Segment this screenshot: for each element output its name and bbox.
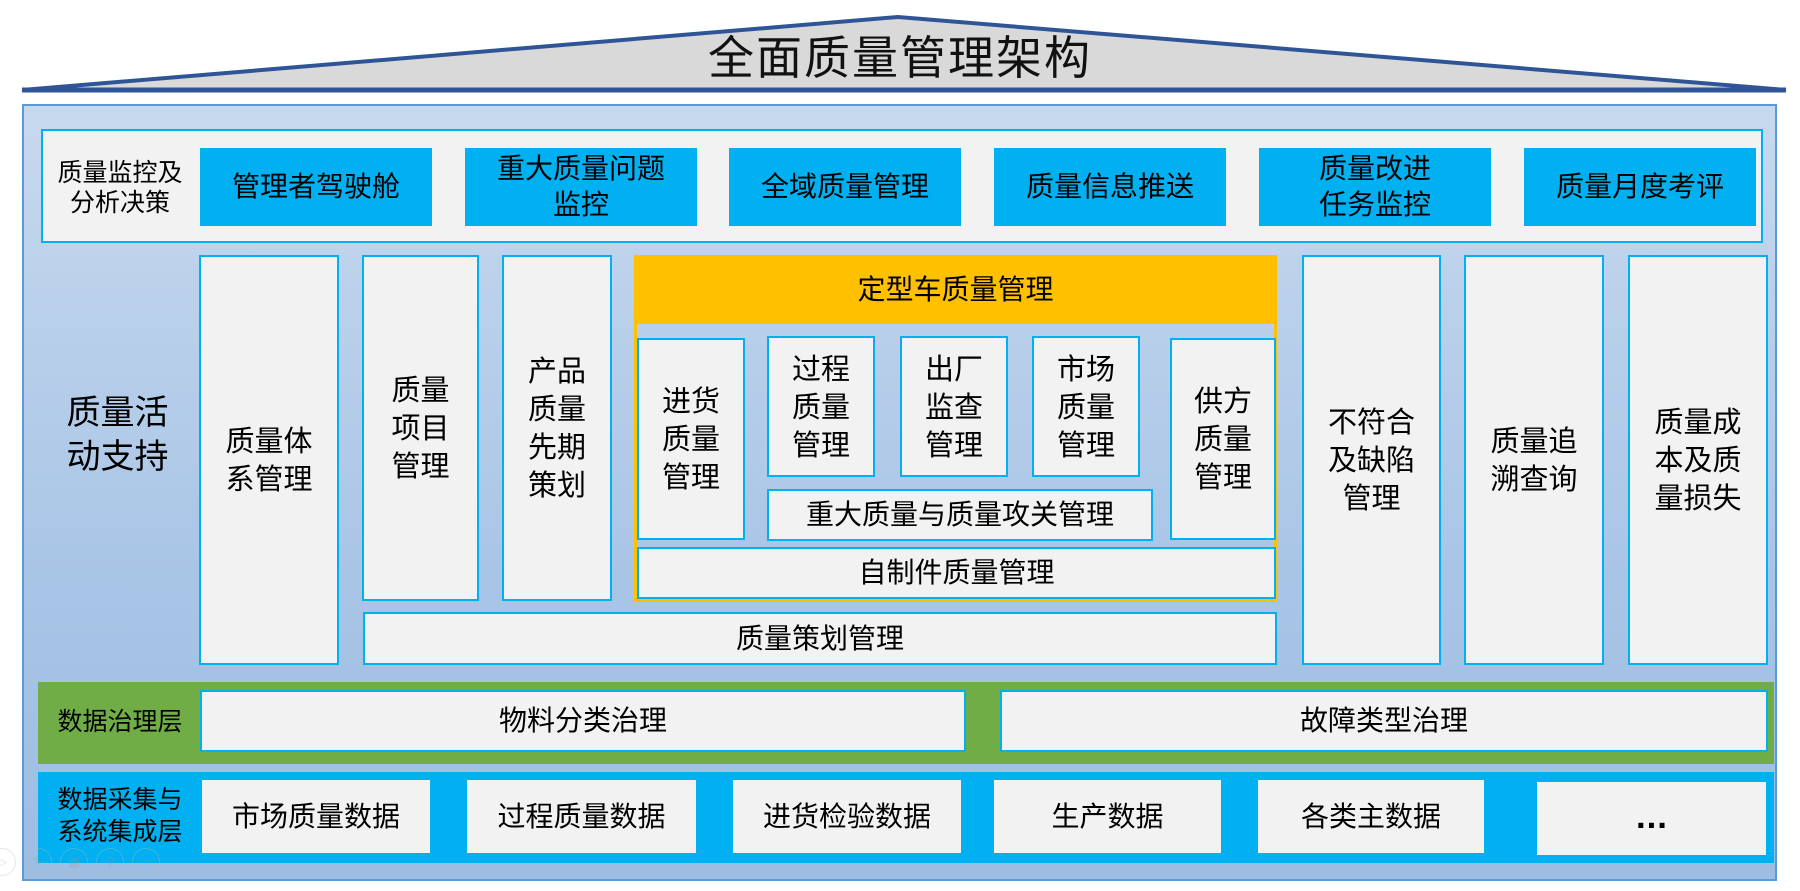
collection-master-data[interactable]: 各类主数据 (1258, 780, 1484, 853)
collection-production-data[interactable]: 生产数据 (994, 780, 1221, 853)
column-traceability[interactable]: 质量追 溯查询 (1464, 255, 1604, 665)
more-icon[interactable]: ··· (132, 848, 160, 876)
play-icon[interactable]: ▷ (0, 848, 16, 876)
zoom-icon[interactable]: ⚲ (96, 848, 124, 876)
column-quality-system[interactable]: 质量体 系管理 (199, 255, 339, 665)
presentation-toolbar: ▷ ✎ ▦ ⚲ ··· (0, 848, 160, 888)
box-process-quality[interactable]: 过程 质量 管理 (767, 336, 875, 477)
monitoring-label: 质量监控及 分析决策 (57, 157, 183, 217)
roof-shape (21, 14, 1787, 93)
pen-icon[interactable]: ✎ (24, 848, 52, 876)
monitoring-item-info-push[interactable]: 质量信息推送 (994, 148, 1226, 226)
collection-process-data[interactable]: 过程质量数据 (467, 780, 696, 853)
column-quality-project[interactable]: 质量 项目 管理 (362, 255, 479, 601)
monitoring-item-global-quality[interactable]: 全域质量管理 (729, 148, 961, 226)
box-factory-audit[interactable]: 出厂 监查 管理 (900, 336, 1008, 477)
box-major-quality-tackling[interactable]: 重大质量与质量攻关管理 (767, 489, 1153, 541)
column-quality-cost[interactable]: 质量成 本及质 量损失 (1628, 255, 1768, 665)
roof-edge (21, 14, 1787, 92)
column-nonconformance[interactable]: 不符合 及缺陷 管理 (1302, 255, 1441, 665)
roof-fill (22, 17, 1786, 90)
slides-icon[interactable]: ▦ (60, 848, 88, 876)
governance-fault-types[interactable]: 故障类型治理 (1000, 690, 1768, 752)
monitoring-item-monthly-review[interactable]: 质量月度考评 (1524, 148, 1756, 226)
monitoring-item-major-issues[interactable]: 重大质量问题 监控 (465, 148, 697, 226)
box-incoming-quality[interactable]: 进货 质量 管理 (637, 338, 745, 540)
box-supplier-quality[interactable]: 供方 质量 管理 (1170, 338, 1276, 540)
collection-label: 数据采集与 系统集成层 (57, 785, 183, 846)
governance-label: 数据治理层 (57, 707, 183, 736)
monitoring-item-cockpit[interactable]: 管理者驾驶舱 (200, 148, 432, 226)
box-selfmade-parts-quality[interactable]: 自制件质量管理 (637, 547, 1276, 599)
collection-more[interactable]: ... (1537, 782, 1766, 855)
collection-market-data[interactable]: 市场质量数据 (202, 780, 430, 853)
column-apqp[interactable]: 产品 质量 先期 策划 (502, 255, 612, 601)
governance-material-classification[interactable]: 物料分类治理 (200, 690, 966, 752)
typed-vehicle-header[interactable]: 定型车质量管理 (634, 255, 1277, 324)
box-market-quality[interactable]: 市场 质量 管理 (1032, 336, 1140, 477)
collection-incoming-inspection-data[interactable]: 进货检验数据 (733, 780, 961, 853)
page-title: 全面质量管理架构 (708, 31, 1092, 85)
monitoring-item-improvement-tasks[interactable]: 质量改进 任务监控 (1259, 148, 1491, 226)
activity-label: 质量活 动支持 (66, 393, 169, 477)
box-quality-planning[interactable]: 质量策划管理 (363, 612, 1277, 665)
